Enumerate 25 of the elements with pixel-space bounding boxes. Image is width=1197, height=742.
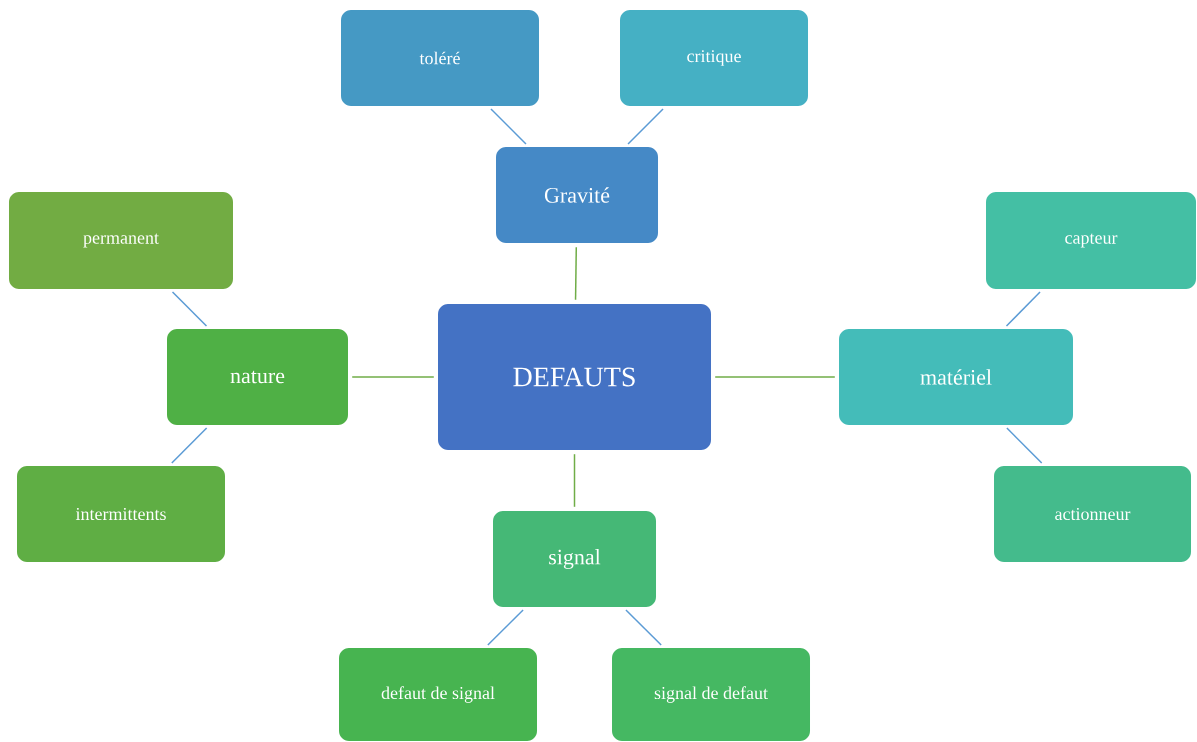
connector-line bbox=[1006, 427, 1043, 464]
topic-box: signal bbox=[493, 511, 656, 607]
connector-line bbox=[351, 376, 435, 378]
topic-box: signal de defaut bbox=[612, 648, 810, 741]
topic-box: toléré bbox=[341, 10, 539, 106]
connector-line bbox=[625, 609, 662, 646]
central-box: DEFAUTS bbox=[438, 304, 711, 450]
connector-line bbox=[714, 376, 836, 378]
connector-line bbox=[171, 291, 208, 327]
connector-line bbox=[573, 453, 576, 508]
connector-line bbox=[1005, 291, 1041, 327]
connector-line bbox=[627, 108, 664, 145]
connector-line bbox=[487, 609, 524, 646]
topic-box: critique bbox=[620, 10, 808, 106]
topic-box: capteur bbox=[986, 192, 1196, 289]
topic-box: matériel bbox=[839, 329, 1073, 425]
connector-line bbox=[574, 246, 578, 301]
topic-box: defaut de signal bbox=[339, 648, 537, 741]
topic-box: actionneur bbox=[994, 466, 1191, 562]
topic-box: Gravité bbox=[496, 147, 658, 243]
connector-line bbox=[490, 108, 527, 145]
topic-box: permanent bbox=[9, 192, 233, 289]
connector-line bbox=[171, 427, 208, 464]
topic-box: nature bbox=[167, 329, 348, 425]
topic-box: intermittents bbox=[17, 466, 225, 562]
